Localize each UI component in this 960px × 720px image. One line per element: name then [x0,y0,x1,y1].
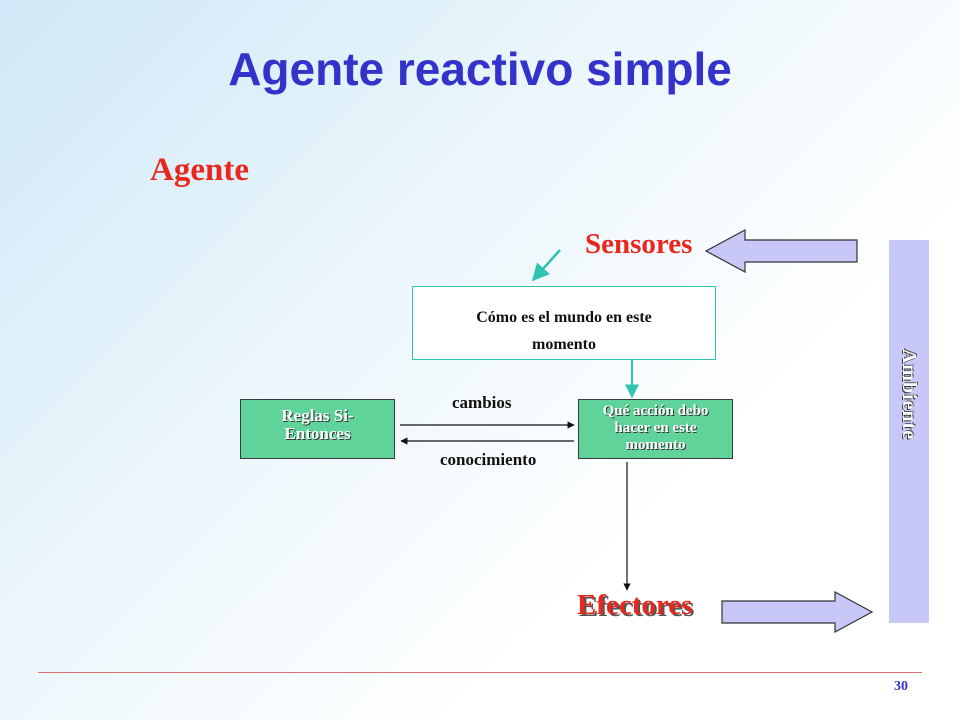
effectors-block-arrow [721,590,874,634]
agent-label: Agente [150,152,249,188]
world-state-line-2: momento [532,336,596,353]
rules-line-1: Reglas Si- [281,406,354,425]
action-box: Qué acción debo hacer en este momento [578,399,733,459]
world-state-box: Cómo es el mundo en este momento [412,286,716,360]
sensors-label: Sensores [585,228,693,260]
sensors-block-arrow [704,228,858,274]
knowledge-edge-label: conocimiento [440,450,537,469]
slide-title: Agente reactivo simple [228,43,732,95]
changes-edge-label: cambios [452,393,512,412]
rules-box: Reglas Si- Entonces [240,399,395,459]
footer-divider [38,672,922,673]
world-state-line-1: Cómo es el mundo en este [476,309,652,326]
action-line-3: momento [625,437,686,453]
environment-bar: Ambiente [889,240,929,623]
page-number: 30 [894,679,908,694]
action-line-1: Qué acción debo [602,403,709,419]
rules-line-2: Entonces [284,424,351,443]
action-line-2: hacer en este [614,420,697,436]
effectors-label: Efectores [577,589,693,621]
sensors-to-world-arrow [531,249,561,282]
